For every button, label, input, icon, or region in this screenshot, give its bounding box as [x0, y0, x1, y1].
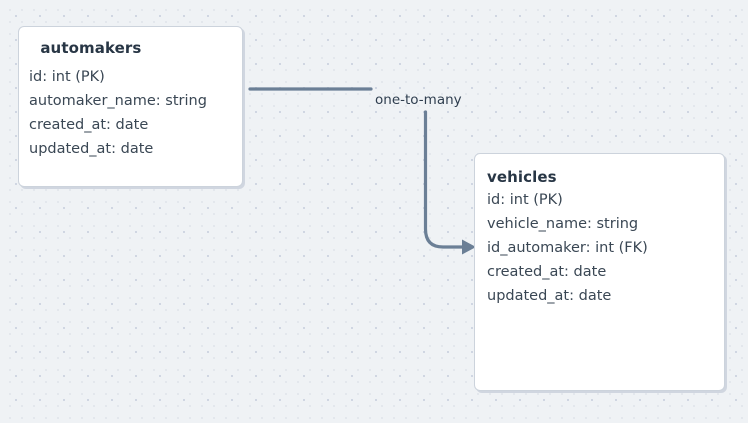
entity-field: created_at: date	[29, 117, 149, 133]
entity-body: automakers id: int (PK) automaker_name: …	[19, 27, 242, 171]
entity-title-vehicles: vehicles	[487, 168, 557, 186]
entity-field: vehicle_name: string	[487, 216, 639, 232]
entity-field: id: int (PK)	[29, 69, 105, 85]
entity-card-vehicles[interactable]: vehicles id: int (PK) vehicle_name: stri…	[474, 153, 725, 391]
entity-field: id: int (PK)	[487, 192, 563, 208]
connector-segment-elbow	[423, 110, 465, 249]
entity-field: updated_at: date	[29, 141, 154, 157]
entity-field: created_at: date	[487, 264, 607, 280]
entity-field: id_automaker: int (FK)	[487, 240, 648, 256]
entity-field: updated_at: date	[487, 288, 612, 304]
entity-field: automaker_name: string	[29, 93, 207, 109]
entity-title-automakers: automakers	[35, 39, 142, 57]
entity-body: vehicles id: int (PK) vehicle_name: stri…	[475, 154, 724, 318]
field-list-vehicles: id: int (PK) vehicle_name: string id_aut…	[487, 188, 710, 308]
field-list-automakers: id: int (PK) automaker_name: string crea…	[29, 65, 228, 161]
entity-card-automakers[interactable]: automakers id: int (PK) automaker_name: …	[18, 26, 243, 187]
relationship-label: one-to-many	[375, 92, 462, 108]
